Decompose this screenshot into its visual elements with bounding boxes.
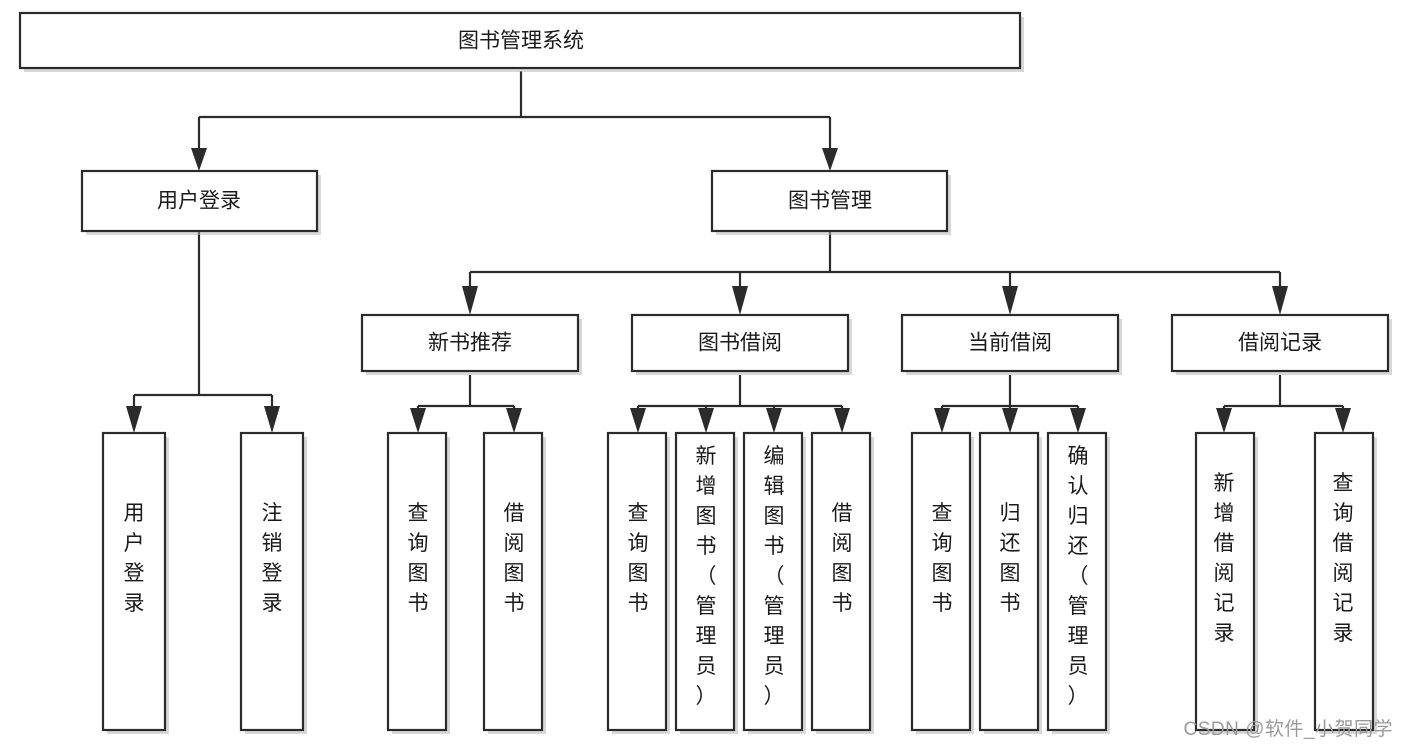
node-leaf-borrow-query-book[interactable]: 查询图书 [606,431,670,734]
node-leaf-borrow-borrow-book-label: 借阅图书 [832,502,853,615]
node-leaf-current-query-book-box [910,431,972,732]
node-current-borrow[interactable]: 当前借阅 [900,313,1122,375]
node-current-borrow-label: 当前借阅 [968,332,1052,355]
node-book-borrow-box [630,313,850,373]
node-leaf-current-query-book-label: 查询图书 [932,502,953,615]
node-leaf-borrow-borrow-book-box [810,431,872,732]
arrow-to-leaf-record-add [1216,408,1232,433]
arrow-to-leaf-current-query-book [934,408,950,433]
node-current-borrow-box [900,313,1120,373]
node-leaf-borrow-edit-book-label: 编辑图书（管理员） [764,445,785,708]
node-leaf-borrow-query-book-box [606,431,668,732]
arrow-root-to-book-management [822,148,838,171]
node-book-management-box [710,169,949,233]
node-book-borrow[interactable]: 图书借阅 [630,313,852,375]
node-leaf-record-query-label: 查询借阅记录 [1333,472,1354,645]
node-leaf-user-login[interactable]: 用户登录 [101,431,169,734]
node-leaf-current-return-book[interactable]: 归还图书 [978,431,1042,734]
node-user-login-label: 用户登录 [157,190,241,213]
node-root[interactable]: 图书管理系统 [18,11,1024,72]
node-leaf-borrow-add-book[interactable]: 新增图书（管理员） [674,431,738,734]
node-leaf-record-add-label: 新增借阅记录 [1214,472,1235,645]
arrow-to-book-borrow [732,286,748,315]
node-leaf-recommend-borrow-book[interactable]: 借阅图书 [482,431,546,734]
node-leaf-borrow-borrow-book[interactable]: 借阅图书 [810,431,874,734]
node-leaf-current-query-book[interactable]: 查询图书 [910,431,974,734]
node-leaf-user-login-label: 用户登录 [124,502,145,615]
node-leaf-current-confirm-return-box [1046,431,1108,732]
node-leaf-record-add[interactable]: 新增借阅记录 [1194,431,1258,734]
node-new-book-recommend-label: 新书推荐 [428,332,512,355]
node-leaf-record-query-box [1313,431,1375,732]
node-leaf-borrow-query-book-label: 查询图书 [628,502,649,615]
arrow-to-leaf-user-logout [264,406,280,433]
arrow-to-leaf-recommend-query-book [410,408,426,433]
node-leaf-current-return-book-label: 归还图书 [1000,502,1021,615]
node-leaf-current-confirm-return-label: 确认归还（管理员） [1068,445,1089,708]
arrow-to-leaf-borrow-borrow-book [834,408,850,433]
arrow-to-new-book-recommend [462,286,478,315]
arrow-root-to-user-login [191,148,207,171]
arrow-to-leaf-current-return-book [1002,408,1018,433]
arrow-to-leaf-user-login [126,406,142,433]
arrow-to-leaf-record-query [1335,408,1351,433]
node-leaf-borrow-edit-book-box [742,431,804,732]
node-leaf-record-query[interactable]: 查询借阅记录 [1313,431,1377,734]
node-borrow-record-box [1170,313,1390,373]
node-leaf-record-add-box [1194,431,1256,732]
arrow-to-leaf-borrow-edit-book [766,408,782,433]
arrow-to-leaf-recommend-borrow-book [506,408,522,433]
node-book-borrow-label: 图书借阅 [698,332,782,355]
node-leaf-recommend-query-book-box [386,431,448,732]
node-leaf-borrow-edit-book[interactable]: 编辑图书（管理员） [742,431,806,734]
node-leaf-current-return-book-box [978,431,1040,732]
arrow-to-leaf-current-confirm-return [1070,408,1086,433]
node-leaf-user-logout[interactable]: 注销登录 [239,431,307,734]
edge-layer [126,71,1351,433]
arrow-to-borrow-record [1272,286,1288,315]
node-leaf-recommend-borrow-book-label: 借阅图书 [504,502,525,615]
node-leaf-user-login-box [101,431,167,732]
node-borrow-record-label: 借阅记录 [1238,332,1322,355]
node-leaf-recommend-query-book-label: 查询图书 [408,502,429,615]
node-borrow-record[interactable]: 借阅记录 [1170,313,1392,375]
node-leaf-borrow-add-book-label: 新增图书（管理员） [696,445,717,708]
node-root-box [18,11,1022,70]
node-root-label: 图书管理系统 [458,30,584,53]
node-leaf-user-logout-label: 注销登录 [262,502,283,615]
node-book-management-label: 图书管理 [788,190,872,213]
node-leaf-recommend-query-book[interactable]: 查询图书 [386,431,450,734]
node-user-login-box [80,169,319,233]
node-book-management[interactable]: 图书管理 [710,169,951,235]
arrow-to-current-borrow [1002,286,1018,315]
node-user-login[interactable]: 用户登录 [80,169,321,235]
node-new-book-recommend-box [360,313,580,373]
node-leaf-current-confirm-return[interactable]: 确认归还（管理员） [1046,431,1110,734]
node-leaf-recommend-borrow-book-box [482,431,544,732]
arrow-to-leaf-borrow-add-book [698,408,714,433]
node-layer: 图书管理系统 用户登录 图书管理 新书推荐 [18,11,1392,734]
node-leaf-borrow-add-book-box [674,431,736,732]
node-leaf-user-logout-box [239,431,305,732]
arrow-to-leaf-borrow-query-book [630,408,646,433]
node-new-book-recommend[interactable]: 新书推荐 [360,313,582,375]
